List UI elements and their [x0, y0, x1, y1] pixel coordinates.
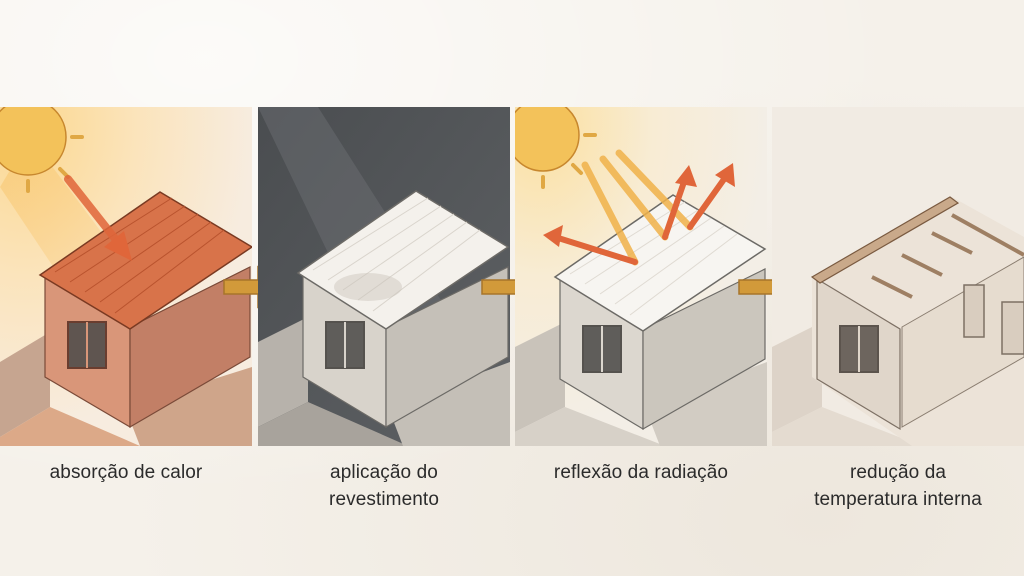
coated-roof: [296, 190, 510, 330]
caption-line: aplicação do: [330, 462, 438, 483]
uncoated-patch: [334, 273, 402, 301]
ground: [515, 407, 665, 446]
panel-coating-application: [258, 107, 510, 446]
ground-right: [388, 362, 510, 446]
panel-heat-absorption: [0, 107, 252, 446]
reflective-roof: [553, 194, 767, 332]
side-wall: [772, 322, 822, 432]
coating-application-illustration: [258, 107, 510, 446]
step-caption-interior-cooling: redução da temperatura interna: [772, 459, 1024, 513]
ground-right: [645, 362, 767, 446]
house-side-wall: [129, 266, 251, 429]
sun-icon: [515, 107, 597, 189]
reflected-ray-icon: [543, 163, 735, 265]
caption-line: temperatura interna: [814, 489, 982, 510]
hot-roof: [38, 191, 252, 330]
panel-interior-cooling: [772, 107, 1024, 446]
step-caption-radiation-reflection: reflexão da radiação: [515, 459, 767, 486]
roof-corrugation: [569, 201, 738, 316]
interior-back-wall: [901, 256, 1024, 428]
side-wall: [258, 317, 308, 427]
step-caption-heat-absorption: absorção de calor: [0, 459, 252, 486]
ground: [258, 402, 408, 446]
ground: [772, 407, 922, 446]
caption-line: redução da: [849, 462, 947, 483]
heat-ray-icon: [64, 175, 132, 261]
house-side-wall: [642, 268, 766, 431]
sun-icon: [0, 107, 84, 193]
caption-line: reflexão da radiação: [553, 462, 729, 483]
ground: [0, 407, 140, 446]
radiation-reflection-illustration: [515, 107, 767, 446]
side-wall: [515, 322, 565, 432]
side-wall: [0, 332, 50, 437]
caption-line: revestimento: [329, 489, 439, 510]
panel-radiation-reflection: [515, 107, 767, 446]
heat-absorption-illustration: [0, 107, 252, 446]
roof-beams: [871, 213, 1024, 299]
roof-corrugation: [312, 197, 481, 312]
ground-right: [125, 367, 252, 446]
interior-door: [963, 284, 985, 338]
roof-edge-beam: [810, 196, 960, 284]
caption-line: absorção de calor: [49, 462, 203, 483]
interior-door: [1001, 301, 1024, 355]
house-side-wall: [385, 266, 509, 429]
incoming-rays: [581, 149, 694, 266]
interior-cooling-illustration: [772, 107, 1024, 446]
step-caption-coating-application: aplicação do revestimento: [258, 459, 510, 513]
